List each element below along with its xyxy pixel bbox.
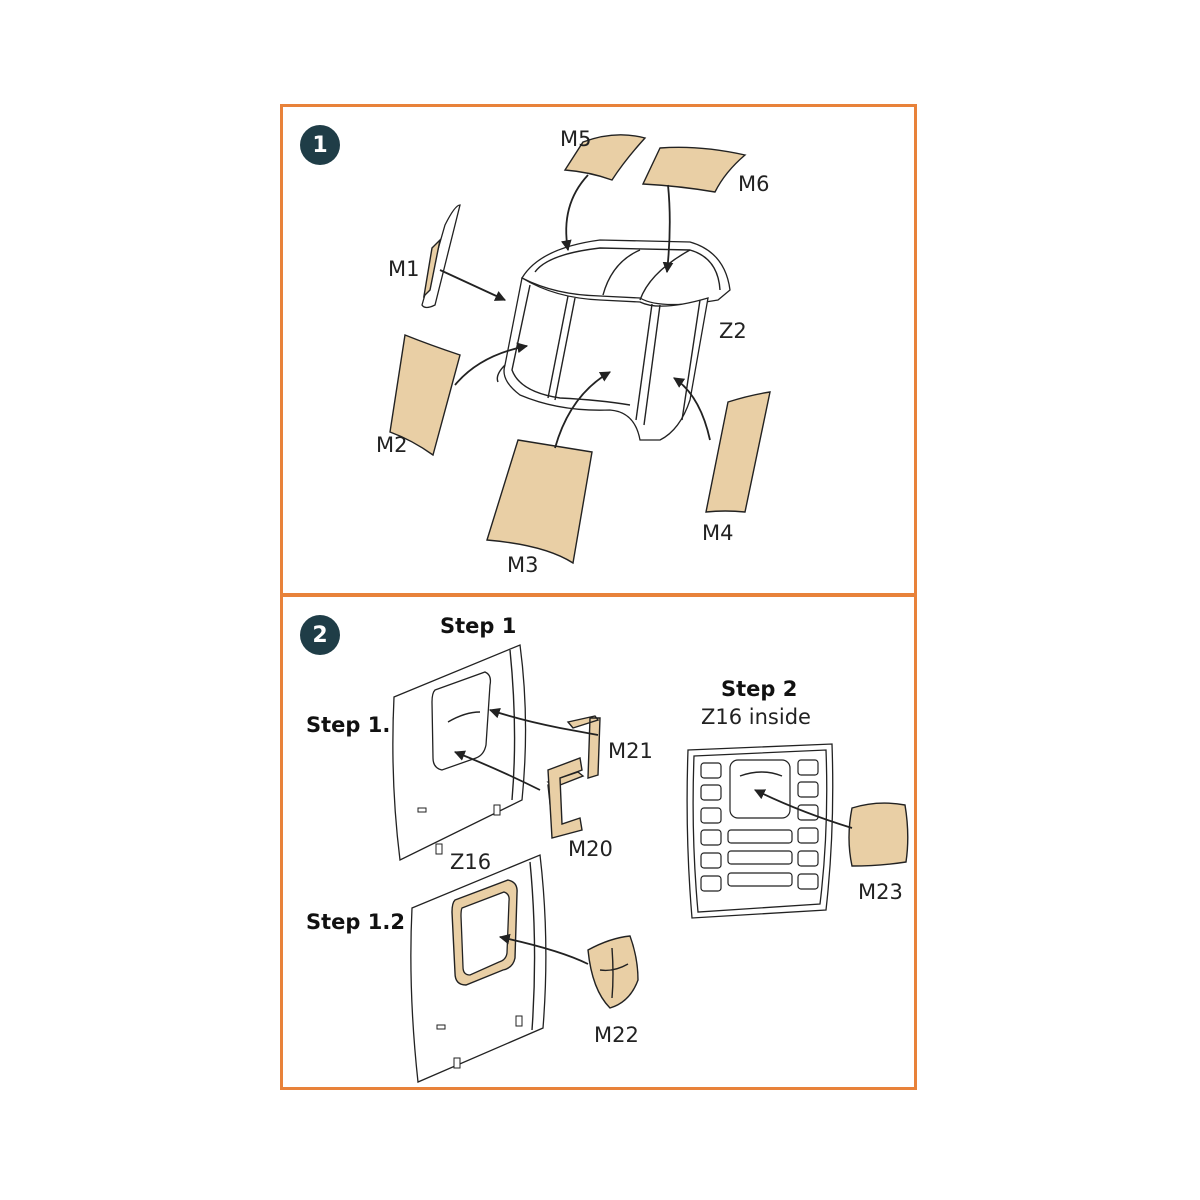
step-1-title: Step 1 [440,614,516,638]
step-2-subtitle: Z16 inside [701,705,811,729]
part-m23 [848,802,909,867]
label-m3: M3 [507,553,538,577]
step-2-badge: 2 [300,615,340,655]
door-z16-inside [686,743,834,919]
part-m20 [547,757,583,839]
label-m5: M5 [560,127,591,151]
label-z2: Z2 [719,319,747,343]
door-z16-step-1-2 [410,854,547,1083]
label-z16: Z16 [450,850,491,874]
label-m20: M20 [568,837,613,861]
label-m6: M6 [738,172,769,196]
label-m4: M4 [702,521,733,545]
step-2-title: Step 2 [721,677,797,701]
label-m21: M21 [608,739,653,763]
door-z16-step-1-1 [392,644,527,861]
part-m5 [563,134,647,181]
label-m1: M1 [388,257,419,281]
label-m23: M23 [858,880,903,904]
label-m22: M22 [594,1023,639,1047]
canopy-z2 [496,239,731,441]
part-m2 [389,334,461,457]
part-m4 [705,391,771,513]
part-m3 [486,439,593,565]
part-m6 [641,146,747,193]
step-1-2-label: Step 1.2 [306,910,405,934]
step-1-badge: 1 [300,125,340,165]
step-1-1-label: Step 1.1 [306,713,405,737]
part-m21 [566,715,601,779]
label-m2: M2 [376,433,407,457]
